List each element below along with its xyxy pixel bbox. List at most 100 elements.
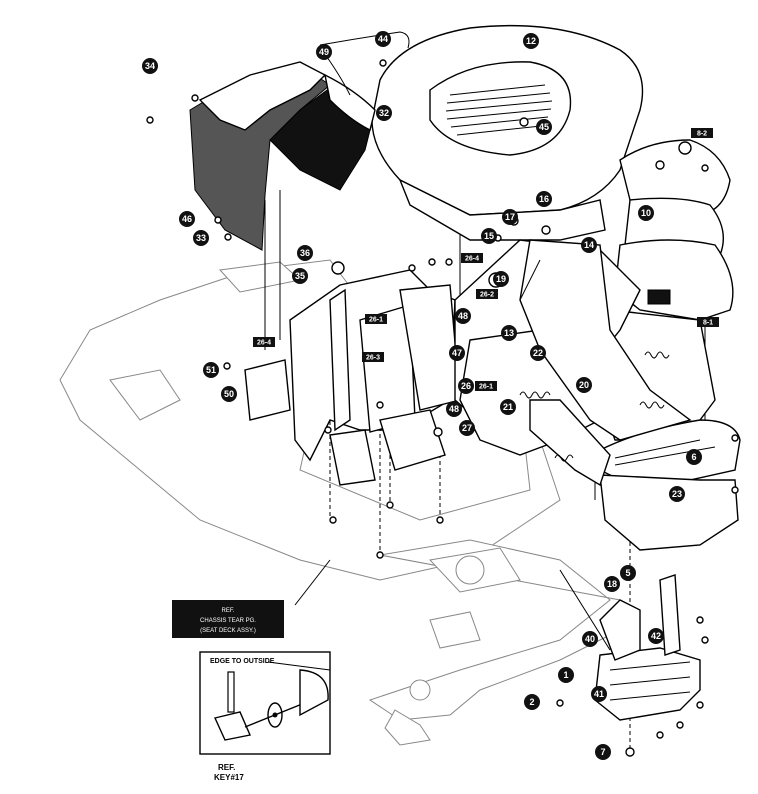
box-label: 26-3 <box>366 355 380 362</box>
inset-title: EDGE TO OUTSIDE <box>210 658 275 665</box>
callout-number: 47 <box>452 348 462 358</box>
callout-circle <box>620 565 636 581</box>
callout-c21: 21 <box>500 399 516 415</box>
callout-circle <box>686 449 702 465</box>
callout-c15: 15 <box>481 228 497 244</box>
callout-c48b: 48 <box>446 401 462 417</box>
callout-number: 23 <box>672 489 682 499</box>
box-label: 8-2 <box>697 131 707 138</box>
callout-circle <box>458 378 474 394</box>
callout-number: 21 <box>503 402 513 412</box>
callout-c17: 17 <box>502 209 518 225</box>
callout-circle <box>297 245 313 261</box>
box-bg <box>697 317 719 327</box>
callout-number: 2 <box>529 697 534 707</box>
box-b26-4a: 26-4 <box>461 253 483 263</box>
callout-number: 15 <box>484 231 494 241</box>
callout-circle <box>502 209 518 225</box>
callout-c27: 27 <box>459 420 475 436</box>
callout-number: 41 <box>594 689 604 699</box>
callout-circle <box>446 401 462 417</box>
callout-c16: 16 <box>536 191 552 207</box>
callout-circle <box>648 628 664 644</box>
box-b8-2: 8-2 <box>691 128 713 138</box>
callout-circle <box>576 377 592 393</box>
callout-number: 12 <box>526 36 536 46</box>
callout-number: 14 <box>584 240 594 250</box>
callout-c35: 35 <box>292 268 308 284</box>
callout-circle <box>582 631 598 647</box>
callout-number: 50 <box>224 389 234 399</box>
callout-number: 7 <box>600 747 605 757</box>
callout-c1: 1 <box>558 667 574 683</box>
callout-circle <box>455 308 471 324</box>
callout-circle <box>375 31 391 47</box>
callout-circle <box>292 268 308 284</box>
callout-c19: 19 <box>493 271 509 287</box>
callout-c36: 36 <box>297 245 313 261</box>
callout-number: 48 <box>449 404 459 414</box>
hood-grille <box>445 84 553 136</box>
box-bg <box>461 253 483 263</box>
box-b26-2: 26-2 <box>476 289 498 299</box>
callout-number: 48 <box>458 311 468 321</box>
callout-circle <box>142 58 158 74</box>
callout-number: 22 <box>533 348 543 358</box>
ref-chassis-box: REF. CHASSIS TEAR PG. (SEAT DECK ASSY.) <box>172 600 284 638</box>
inset-ref2: KEY#17 <box>214 773 244 782</box>
callout-circle <box>604 576 620 592</box>
callout-c49: 49 <box>316 44 332 60</box>
callout-c5: 5 <box>620 565 636 581</box>
callout-circle <box>501 325 517 341</box>
callout-circle <box>203 362 219 378</box>
callout-number: 18 <box>607 579 617 589</box>
callout-circle <box>669 486 685 502</box>
callout-number: 27 <box>462 423 472 433</box>
box-label: 8-1 <box>703 320 713 327</box>
box-label: 26-4 <box>257 340 271 347</box>
callout-circle <box>316 44 332 60</box>
callout-circle <box>193 230 209 246</box>
box-label: 26-1 <box>479 384 493 391</box>
callout-c14: 14 <box>581 237 597 253</box>
callout-c10: 10 <box>638 205 654 221</box>
callout-number: 51 <box>206 365 216 375</box>
callout-number: 49 <box>319 47 329 57</box>
callout-number: 10 <box>641 208 651 218</box>
callout-circle <box>591 686 607 702</box>
box-bg <box>691 128 713 138</box>
callout-number: 26 <box>461 381 471 391</box>
box-b26-1a: 26-1 <box>365 314 387 324</box>
bracket-part <box>594 574 701 721</box>
callout-number: 45 <box>539 122 549 132</box>
box-label: 26-4 <box>465 256 479 263</box>
box-bg <box>475 381 497 391</box>
callout-number: 40 <box>585 634 595 644</box>
callout-number: 17 <box>505 212 515 222</box>
callout-circle <box>179 211 195 227</box>
callout-c18: 18 <box>604 576 620 592</box>
callout-number: 35 <box>295 271 305 281</box>
callout-c13: 13 <box>501 325 517 341</box>
callout-c51: 51 <box>203 362 219 378</box>
callout-c23: 23 <box>669 486 685 502</box>
callout-c22: 22 <box>530 345 546 361</box>
callout-number: 33 <box>196 233 206 243</box>
dash-panel-part <box>189 61 376 251</box>
spring-parts <box>519 351 670 462</box>
callout-c48a: 48 <box>455 308 471 324</box>
callout-c32: 32 <box>376 105 392 121</box>
callout-circle <box>376 105 392 121</box>
callout-circle <box>558 667 574 683</box>
boxed-labels: 8-2 8-1 26-4 26-2 26-1 26-3 26-4 26-1 <box>253 128 719 391</box>
callout-number: 19 <box>496 274 506 284</box>
callout-number: 34 <box>145 61 155 71</box>
callout-c7: 7 <box>595 744 611 760</box>
callout-c34: 34 <box>142 58 158 74</box>
callout-circle <box>638 205 654 221</box>
callout-circle <box>595 744 611 760</box>
callout-c46: 46 <box>179 211 195 227</box>
inset-detail: EDGE TO OUTSIDE <box>199 651 331 755</box>
callout-c33: 33 <box>193 230 209 246</box>
